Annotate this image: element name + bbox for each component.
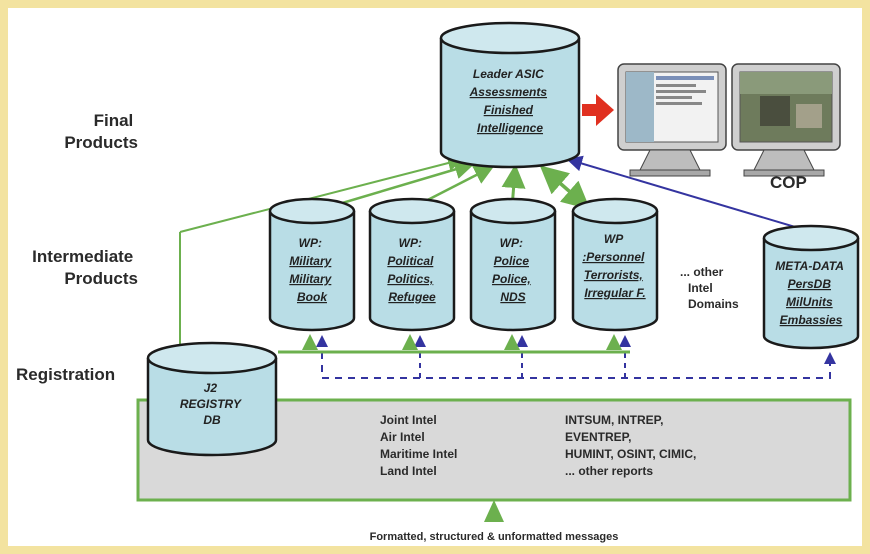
metadata-db: META-DATA PersDB MilUnits Embassies xyxy=(762,224,860,350)
svg-text:META-DATA PersDB M: META-DATA PersDB MilUnits Embassies xyxy=(775,259,847,327)
wp3-green-arrowhead xyxy=(504,334,520,350)
svg-text:WP: Political Poli: WP: Political Politics, Refugee xyxy=(387,236,436,304)
svg-text:WP: Police Police,: WP: Police Police, NDS xyxy=(492,236,534,304)
registry-to-final-arrow xyxy=(179,155,464,233)
svg-text:WP :Personnel Terr: WP :Personnel Terrorists, Irregular F. xyxy=(582,232,647,300)
incoming-messages-arrow xyxy=(484,500,504,522)
wp2-green-arrowhead xyxy=(402,334,418,350)
final-products-db: Leader ASIC Assessments Finished Intelli… xyxy=(439,21,581,169)
wp3-blue-arrowhead xyxy=(516,335,528,347)
wp4-final-bidirectional-arrow xyxy=(539,165,591,210)
wp2-blue-arrowhead xyxy=(414,335,426,347)
wp-personnel-db: WP :Personnel Terrorists, Irregular F. xyxy=(571,197,659,332)
label-intermediate-products: Intermediate Products xyxy=(32,247,138,288)
cop-monitor-left xyxy=(617,63,727,177)
other-intel-domains: ... other Intel Domains xyxy=(680,265,739,311)
wp-police-db: WP: Police Police, NDS xyxy=(469,197,557,332)
metadata-dashed-link xyxy=(321,352,831,379)
bottom-caption: Formatted, structured & unformatted mess… xyxy=(370,531,619,543)
cop-label: COP xyxy=(770,173,807,192)
wp-military-db: WP: Military Military Book xyxy=(268,197,356,332)
metadata-to-final-arrow xyxy=(566,155,813,233)
svg-text:WP: Military Milit: WP: Military Military Book xyxy=(289,236,334,304)
report-types-list: INTSUM, INTREP, EVENTREP, HUMINT, OSINT,… xyxy=(565,413,700,478)
wp1-blue-arrowhead xyxy=(316,335,328,347)
wp1-green-arrowhead xyxy=(302,334,318,350)
wp-political-db: WP: Political Politics, Refugee xyxy=(368,197,456,332)
svg-text:J2 REGISTRY DB: J2 REGISTRY DB xyxy=(180,381,244,427)
svg-text:Leader ASIC Assessments: Leader ASIC Assessments Finished Intelli… xyxy=(469,67,551,135)
j2-registry-db: J2 REGISTRY DB xyxy=(146,341,278,457)
cop-monitor-right xyxy=(731,63,841,177)
wp4-blue-arrowhead xyxy=(619,335,631,347)
label-final-products: Final Products xyxy=(64,111,138,152)
wp4-green-arrowhead xyxy=(606,334,622,350)
label-registration: Registration xyxy=(16,365,115,384)
to-cop-arrow xyxy=(582,94,614,126)
intel-sources-list: Joint Intel Air Intel Maritime Intel Lan… xyxy=(380,413,461,478)
metadata-arrowhead xyxy=(824,352,836,364)
